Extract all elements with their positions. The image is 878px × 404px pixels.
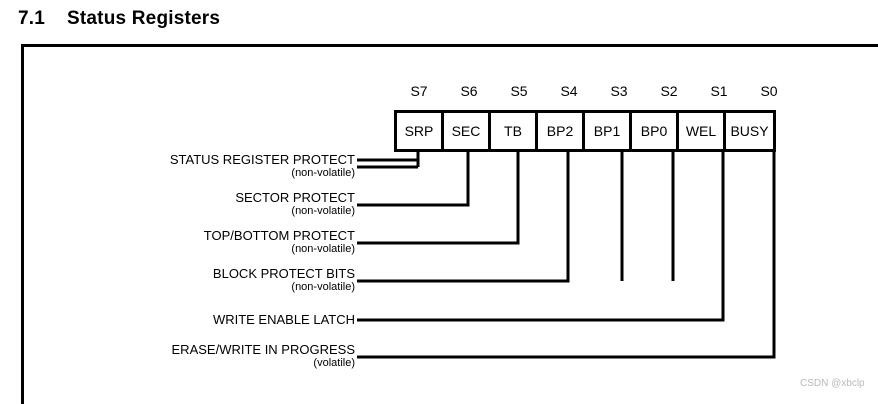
- callout-sublabel: (non-volatile): [291, 281, 355, 293]
- register-cell-wel: WEL: [679, 113, 726, 149]
- callout-label: TOP/BOTTOM PROTECT: [203, 228, 355, 243]
- section-title: Status Registers: [67, 8, 221, 29]
- callout-sublabel: (non-volatile): [291, 167, 355, 179]
- callout-label: SECTOR PROTECT: [235, 190, 355, 205]
- callout-label: BLOCK PROTECT BITS: [212, 266, 355, 281]
- section-number: 7.1: [18, 8, 46, 29]
- leader-line-sec: [357, 152, 470, 207]
- callout-label: STATUS REGISTER PROTECT: [169, 152, 355, 167]
- leader-line-srp-run: [357, 152, 420, 169]
- bit-number-s5: S5: [510, 83, 528, 99]
- leader-line-bp2: [357, 152, 570, 283]
- callout-label: ERASE/WRITE IN PROGRESS: [171, 342, 355, 357]
- callout-sublabel: (non-volatile): [291, 205, 355, 217]
- register-cell-sec: SEC: [444, 113, 491, 149]
- callout-status-register-protect: STATUS REGISTER PROTECT (non-volatile): [169, 152, 355, 180]
- bit-number-s4: S4: [560, 83, 578, 99]
- watermark: CSDN @xbclp: [800, 378, 865, 389]
- register-cell-tb: TB: [491, 113, 538, 149]
- bit-number-s0: S0: [760, 83, 778, 99]
- page-title: 7.1 Status Registers: [18, 8, 220, 30]
- callout-erase-write-in-progress: ERASE/WRITE IN PROGRESS (volatile): [171, 342, 355, 370]
- callout-sublabel: (volatile): [313, 357, 355, 369]
- leader-line-tb: [357, 152, 520, 245]
- status-register-row: SRP SEC TB BP2 BP1 BP0 WEL BUSY: [394, 110, 776, 152]
- register-cell-bp2: BP2: [538, 113, 585, 149]
- register-cell-bp1: BP1: [585, 113, 632, 149]
- leader-line-wel: [357, 152, 725, 322]
- bit-number-s6: S6: [460, 83, 478, 99]
- callout-block-protect-bits: BLOCK PROTECT BITS (non-volatile): [212, 266, 355, 294]
- callout-write-enable-latch: WRITE ENABLE LATCH: [213, 313, 355, 327]
- bit-number-s2: S2: [660, 83, 678, 99]
- bit-number-s7: S7: [410, 83, 428, 99]
- register-cell-bp0: BP0: [632, 113, 679, 149]
- leader-line-srp: [357, 152, 420, 162]
- register-cell-busy: BUSY: [726, 113, 773, 149]
- page-border: [21, 44, 878, 404]
- callout-label: WRITE ENABLE LATCH: [212, 312, 355, 327]
- bit-number-s3: S3: [610, 83, 628, 99]
- register-cell-srp: SRP: [397, 113, 444, 149]
- callout-sector-protect: SECTOR PROTECT (non-volatile): [235, 190, 355, 218]
- callout-sublabel: (non-volatile): [291, 243, 355, 255]
- bit-number-s1: S1: [710, 83, 728, 99]
- leader-line-busy: [357, 152, 776, 359]
- callout-top-bottom-protect: TOP/BOTTOM PROTECT (non-volatile): [203, 228, 355, 256]
